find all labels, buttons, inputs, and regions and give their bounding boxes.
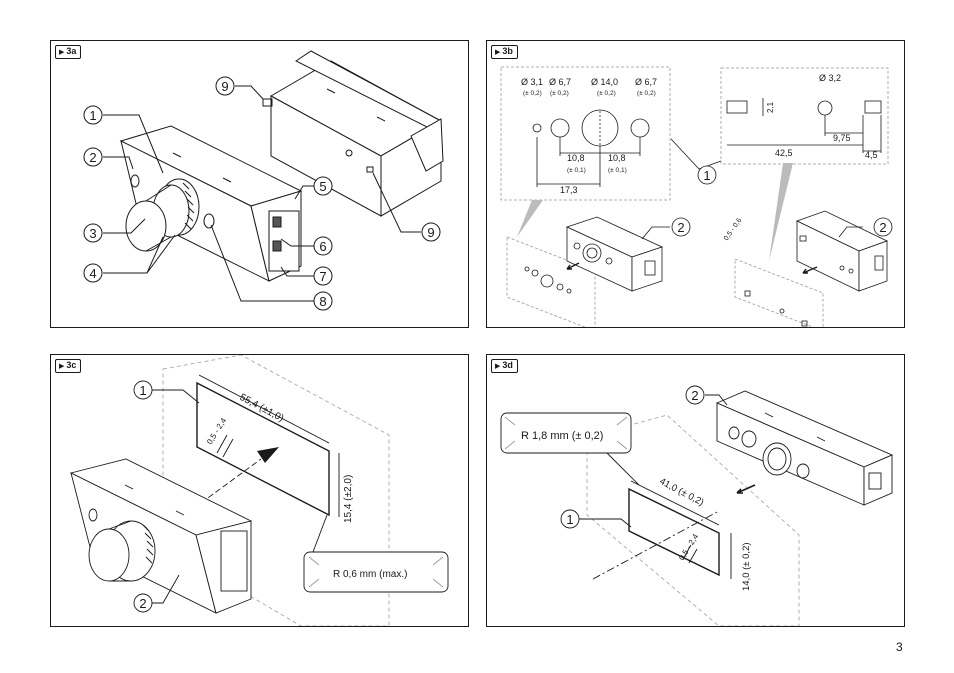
spacing-left: 10,8 [567, 153, 585, 163]
panel-tag-3b: ▶3b [491, 45, 518, 59]
callout-9-right: 9 [427, 225, 434, 240]
front-unit [119, 125, 303, 282]
rear-housing [262, 50, 444, 217]
knob [125, 178, 200, 252]
panel-cutout [196, 381, 330, 517]
width-dimension-line [198, 374, 330, 444]
callout-5: 5 [319, 179, 326, 194]
leader-lines [103, 85, 421, 302]
callout-3: 3 [89, 226, 96, 241]
arrow-icon: ▶ [495, 49, 501, 56]
device [69, 458, 253, 614]
callout-1: 1 [139, 383, 146, 398]
panel-3b: ▶3b Ø 3,1 (± 0,2) Ø 6,7 (± 0,2) Ø 14,0 (… [486, 40, 905, 328]
dimension-42-5: 42,5 [775, 148, 793, 158]
hole-3-tolerance: (± 0,2) [597, 90, 616, 97]
callout-2: 2 [691, 388, 698, 403]
callout-9-top: 9 [221, 79, 228, 94]
panel-tag-3c: ▶3c [55, 359, 82, 373]
callout-2-leaders [641, 226, 863, 240]
right-mounting-panel [734, 258, 824, 327]
callout-markers: 1 2 [133, 380, 153, 613]
arrow-icon: ▶ [59, 363, 65, 370]
panel-3a: ▶3a [50, 40, 469, 328]
radius-label: R 0,6 mm (max.) [333, 569, 407, 580]
hole-1-tolerance: (± 0,2) [523, 90, 542, 97]
device [715, 390, 894, 506]
callout-markers: 1 2 3 4 5 6 7 8 9 9 [83, 76, 441, 311]
dimension-4-5: 4,5 [865, 150, 878, 160]
callout-markers: 2 1 [560, 385, 705, 529]
panel-thickness: 0,5 - 0,6 [723, 217, 744, 242]
callout-2: 2 [89, 150, 96, 165]
device-exploded-illustration: 1 2 3 4 5 6 7 8 9 9 [83, 50, 444, 311]
callout-6: 6 [319, 239, 326, 254]
callout-4: 4 [89, 266, 96, 281]
diameter-right: Ø 3,2 [819, 73, 841, 83]
callout-2-right: 2 [879, 220, 886, 235]
center-axis [592, 510, 720, 580]
left-device [565, 216, 664, 292]
callout-1: 1 [703, 168, 710, 183]
callout-1: 1 [566, 512, 573, 527]
hole-2-diameter: Ø 6,7 [549, 77, 571, 87]
right-device [795, 210, 889, 292]
width-dimension-line [630, 480, 720, 526]
callout-2-left: 2 [677, 220, 684, 235]
dimension-9-75: 9,75 [833, 133, 851, 143]
cutout-height: 14,0 (± 0,2) [741, 542, 752, 591]
panel-tag-3a: ▶3a [55, 45, 82, 59]
radius-callout-box: R 0,6 mm (max.) [303, 514, 449, 593]
panel-3d: ▶3d R 1,8 mm (± 0,2) [486, 354, 905, 627]
callout-1: 1 [89, 108, 96, 123]
slot-pattern [726, 98, 882, 153]
left-mounting-panel [506, 236, 596, 327]
slot-height: 2,1 [766, 101, 775, 113]
hole-pattern-detail-box [500, 66, 671, 201]
right-zoom-beam [769, 163, 793, 261]
cutout-height: 15,4 (±2,0) [343, 475, 354, 523]
hole-4-tolerance: (± 0,2) [637, 90, 656, 97]
cutout-dimensions-diagram: Ø 3,1 (± 0,2) Ø 6,7 (± 0,2) Ø 14,0 (± 0,… [500, 66, 893, 327]
panel-tag-3d: ▶3d [491, 359, 518, 373]
callout-leaders [149, 389, 200, 604]
hole-2-tolerance: (± 0,2) [550, 90, 569, 97]
radius-callout-box: R 1,8 mm (± 0,2) [500, 412, 640, 486]
insertion-arrow-icon [736, 484, 756, 494]
panel-cutout-illustration: R 1,8 mm (± 0,2) 41,0 (± 0,2) 14,0 (± 0,… [500, 385, 894, 626]
hole-4-diameter: Ø 6,7 [635, 77, 657, 87]
callout-leaders [579, 394, 728, 528]
callout-7: 7 [319, 269, 326, 284]
spacing-left-tolerance: (± 0,1) [567, 167, 586, 174]
panel-3c: ▶3c R 0,6 mm (max. [50, 354, 469, 627]
hole-labels: Ø 3,1 (± 0,2) Ø 6,7 (± 0,2) Ø 14,0 (± 0,… [521, 77, 657, 195]
callout-8: 8 [319, 294, 326, 309]
callout-2: 2 [139, 596, 146, 611]
hole-3-diameter: Ø 14,0 [591, 77, 618, 87]
spacing-right: 10,8 [608, 153, 626, 163]
insertion-path [200, 458, 262, 504]
spacing-right-tolerance: (± 0,1) [608, 167, 627, 174]
callout-1-leaders [670, 138, 722, 170]
hole-pattern [532, 109, 650, 187]
callout-markers: 1 2 2 [671, 165, 893, 237]
arrow-icon: ▶ [59, 49, 65, 56]
slot-detail-box [720, 67, 889, 165]
page-number: 3 [896, 640, 903, 654]
panel-cutout [628, 487, 720, 577]
hole-1-diameter: Ø 3,1 [521, 77, 543, 87]
panel-cutout-illustration: R 0,6 mm (max.) 55,4 (±1,0) 15,4 (±2,0) … [69, 355, 449, 626]
left-zoom-beam [517, 200, 543, 237]
insertion-arrow-icon [257, 447, 279, 463]
radius-label: R 1,8 mm (± 0,2) [521, 430, 603, 442]
offset-dimension: 17,3 [560, 185, 578, 195]
arrow-icon: ▶ [495, 363, 501, 370]
